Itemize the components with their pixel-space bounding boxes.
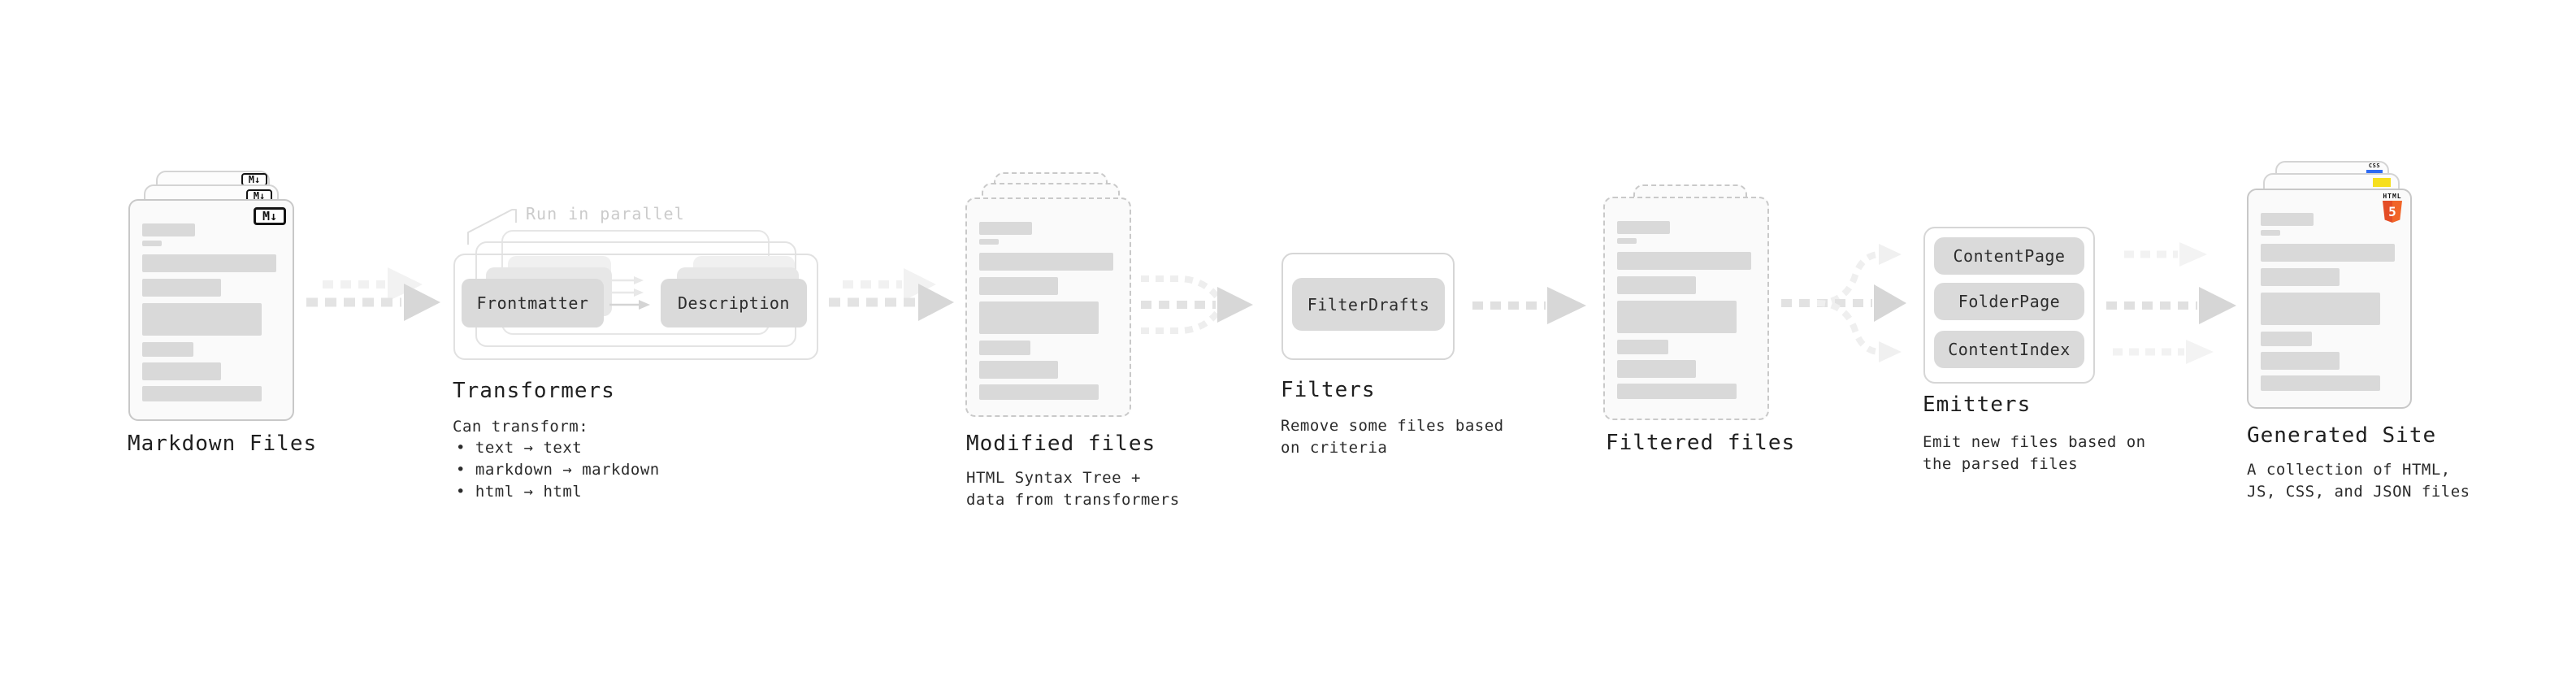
arrow-filters-to-filtered <box>1472 287 1586 324</box>
doc-content-bars <box>979 222 1117 401</box>
bullet-item: • markdown → markdown <box>456 461 660 479</box>
modified-files-label: Modified files <box>966 432 1156 456</box>
bullet-item: • html → html <box>456 483 583 501</box>
filtered-files-label: Filtered files <box>1606 431 1796 455</box>
markdown-icon: M↓ <box>241 173 267 186</box>
arrow-transformers-to-modified <box>829 268 954 321</box>
css-file-icon: CSS <box>2366 163 2383 173</box>
generated-site-caption: A collection of HTML, JS, CSS, and JSON … <box>2247 461 2470 501</box>
emitters-label: Emitters <box>1923 393 2032 417</box>
markdown-files-label: Markdown Files <box>128 432 318 456</box>
run-in-parallel-annotation: Run in parallel <box>526 204 685 223</box>
transformers-frame-front <box>453 254 818 360</box>
css-icon-text: CSS <box>2368 163 2381 169</box>
emitter-contentpage-pill: ContentPage <box>1934 237 2084 275</box>
bullet-item: • text → text <box>456 439 583 457</box>
html5-icon-shield: 5 <box>2383 201 2402 223</box>
transformer-frontmatter-pill: Frontmatter <box>462 279 604 327</box>
filters-label: Filters <box>1281 378 1376 402</box>
annotation-leader-line <box>467 209 517 245</box>
markdown-icon: M↓ <box>254 207 286 225</box>
html5-icon-text: HTML <box>2383 193 2402 200</box>
doc-content-bars <box>2261 213 2399 392</box>
doc-content-bars <box>1617 221 1755 400</box>
emitters-caption: Emit new files based on the parsed files <box>1923 433 2146 473</box>
emitter-folderpage-pill: FolderPage <box>1934 283 2084 320</box>
arrow-merge-modified-to-filters <box>1141 275 1253 334</box>
css-icon-underline <box>2366 170 2383 173</box>
transformers-label: Transformers <box>453 379 615 403</box>
arrow-fork-filtered-to-emitters <box>1781 244 1906 362</box>
js-file-icon <box>2373 178 2391 187</box>
parallel-arrows-icon <box>609 276 650 310</box>
transformer-description-pill: Description <box>661 279 807 327</box>
arrows-emitters-to-site <box>2106 242 2236 364</box>
html5-icon: HTML 5 <box>2382 193 2403 223</box>
filters-caption: Remove some files based on criteria <box>1281 417 1504 457</box>
doc-content-bars <box>142 223 280 402</box>
filter-drafts-pill: FilterDrafts <box>1292 278 1445 331</box>
emitter-contentindex-pill: ContentIndex <box>1934 331 2084 368</box>
transformers-caption-title: Can transform: <box>453 418 589 436</box>
modified-files-caption: HTML Syntax Tree + data from transformer… <box>966 469 1180 509</box>
generated-site-label: Generated Site <box>2247 423 2437 448</box>
arrow-markdown-to-transformers <box>306 267 440 321</box>
transformers-bullet-list: • text → text • markdown → markdown • ht… <box>456 437 660 503</box>
